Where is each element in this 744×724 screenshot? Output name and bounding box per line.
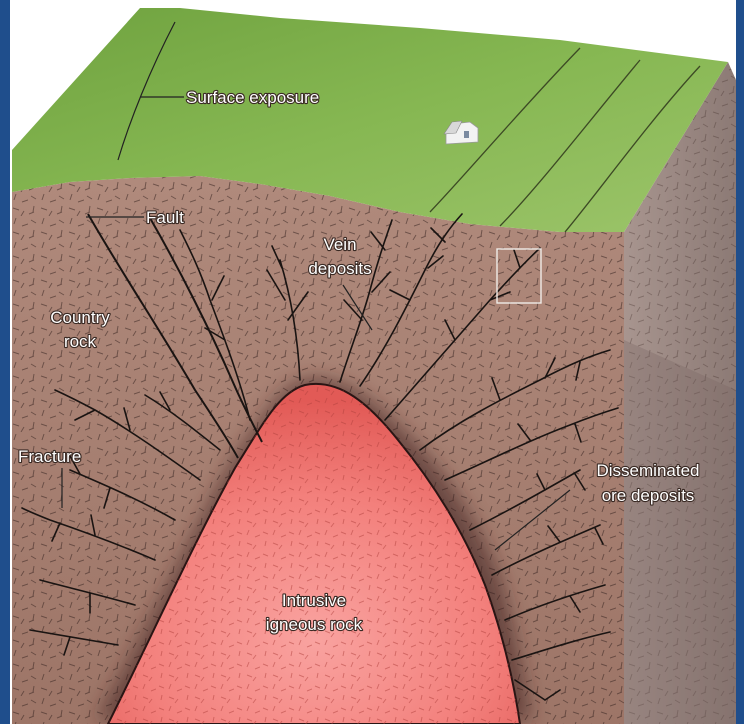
intrusive-label-line2: igneous rock [266,615,363,634]
country-rock-label-line1: Country [50,308,110,327]
vein-deposits-label-line2: deposits [308,259,371,278]
frame-left [0,0,10,724]
surface-exposure-label: Surface exposure [186,88,319,107]
fracture-label: Fracture [18,447,81,466]
disseminated-label-line2: ore deposits [602,486,695,505]
disseminated-label-line1: Disseminated [597,461,700,480]
frame-right [736,0,744,724]
intrusive-label-line1: Intrusive [282,591,346,610]
fault-label: Fault [146,208,184,227]
vein-deposits-label-line1: Vein [323,235,356,254]
country-rock-label-line2: rock [64,332,97,351]
